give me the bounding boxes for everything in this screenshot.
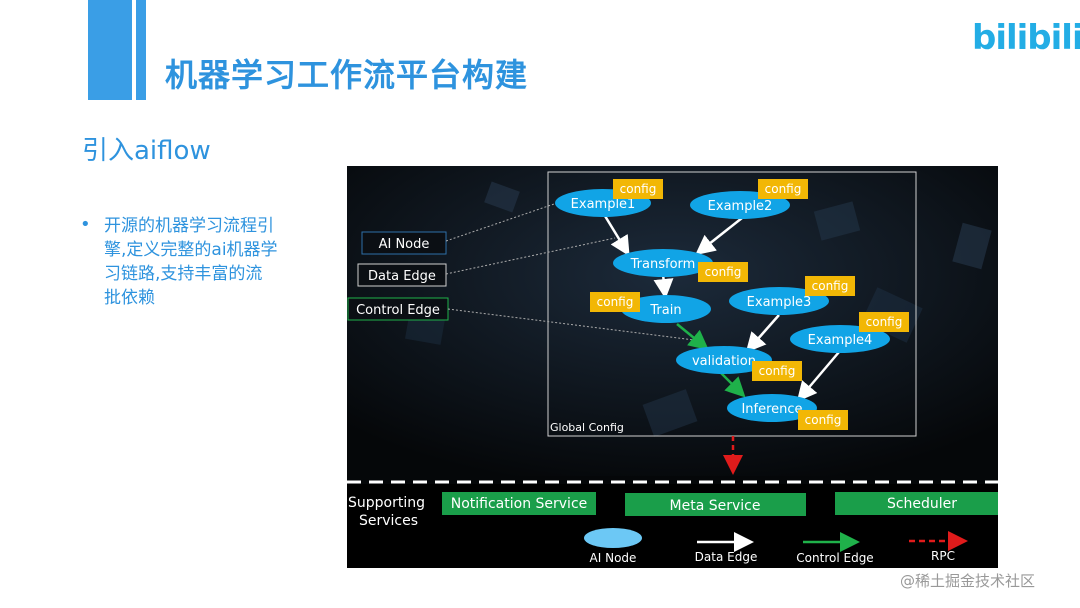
ai-node-train: Train xyxy=(621,295,711,323)
config-tag-validation: config xyxy=(752,361,802,381)
edge-example1-transform xyxy=(600,210,630,257)
section-subtitle: 引入aiflow xyxy=(82,136,211,166)
svg-text:config: config xyxy=(705,265,742,279)
svg-text:Example4: Example4 xyxy=(808,333,873,348)
legend-data-edge-box xyxy=(357,263,447,287)
global-config-label: Global Config xyxy=(550,421,624,434)
config-tag-transform: config xyxy=(698,262,748,282)
svg-text:Control Edge: Control Edge xyxy=(796,551,873,565)
bullet-text: 开源的机器学习流程引擎,定义完整的ai机器学习链路,支持丰富的流批依赖 xyxy=(104,216,278,308)
scheduler-box: Scheduler xyxy=(835,492,998,515)
svg-text:RPC: RPC xyxy=(931,549,955,563)
legend-ai-node: AI Node xyxy=(379,237,430,252)
page-title: 机器学习工作流平台构建 xyxy=(165,56,529,94)
svg-text:config: config xyxy=(759,364,796,378)
svg-text:Inference: Inference xyxy=(741,402,802,417)
svg-text:Transform: Transform xyxy=(630,257,696,272)
config-tag-example4: config xyxy=(859,312,909,332)
config-tag-example3: config xyxy=(805,276,855,296)
svg-text:Meta Service: Meta Service xyxy=(670,498,761,514)
notification-service-box: Notification Service xyxy=(442,492,596,515)
ai-node-validation: validation xyxy=(676,346,772,374)
legend-control-edge: Control Edge xyxy=(356,303,440,318)
svg-text:Train: Train xyxy=(649,303,681,318)
meta-service-box: Meta Service xyxy=(625,493,806,516)
pointer-line-control-edge xyxy=(447,308,703,342)
watermark: @稀土掘金技术社区 xyxy=(900,572,1036,590)
title-accent-bar-thin xyxy=(136,0,146,100)
config-tag-example1: config xyxy=(613,179,663,199)
legend-bottom-data-edge: Data Edge xyxy=(695,532,758,564)
pointer-line-data-edge xyxy=(445,237,616,275)
config-tag-inference: config xyxy=(798,410,848,430)
diagram-svg: Global Config AI Node Data Edge Control … xyxy=(347,166,998,568)
edge-example2-transform xyxy=(695,217,743,256)
supporting-services-label-line1: Supporting xyxy=(348,495,425,511)
legend-bottom-control-edge: Control Edge xyxy=(796,532,874,565)
pointer-line-ai-node xyxy=(445,202,558,242)
edge-example3-validation xyxy=(745,314,780,353)
legend-data-edge: Data Edge xyxy=(368,269,436,284)
edge-example4-inference xyxy=(796,351,840,402)
edge-transform-train xyxy=(653,273,674,299)
svg-text:Notification Service: Notification Service xyxy=(451,496,588,512)
svg-text:config: config xyxy=(812,279,849,293)
svg-text:AI Node: AI Node xyxy=(590,551,637,565)
ai-node-transform: Transform xyxy=(613,249,713,277)
config-tag-train: config xyxy=(590,292,640,312)
svg-text:config: config xyxy=(765,182,802,196)
bullet-icon: • xyxy=(80,214,91,235)
config-tag-example2: config xyxy=(758,179,808,199)
legend-ai-node-box xyxy=(361,231,447,255)
legend-bottom-rpc: RPC xyxy=(909,531,968,563)
svg-text:config: config xyxy=(866,315,903,329)
svg-text:Scheduler: Scheduler xyxy=(887,496,957,512)
ai-node-inference: Inference xyxy=(727,394,817,422)
ai-node-example3: Example3 xyxy=(729,287,829,315)
control-edge-validation-inference xyxy=(720,372,746,398)
svg-text:config: config xyxy=(805,413,842,427)
svg-text:Example1: Example1 xyxy=(571,197,636,212)
aiflow-diagram: Global Config AI Node Data Edge Control … xyxy=(347,166,998,568)
title-accent-bar xyxy=(88,0,132,100)
svg-text:Example3: Example3 xyxy=(747,295,812,310)
control-edge-train-validation xyxy=(676,323,709,351)
svg-text:validation: validation xyxy=(692,354,756,369)
svg-text:Example2: Example2 xyxy=(708,199,773,214)
svg-text:config: config xyxy=(620,182,657,196)
legend-bottom-ai-node: AI Node xyxy=(584,528,642,565)
bilibili-logo: bilibili xyxy=(972,18,1080,58)
supporting-services-label-line2: Services xyxy=(359,513,418,529)
svg-text:Data Edge: Data Edge xyxy=(695,550,758,564)
svg-text:config: config xyxy=(597,295,634,309)
